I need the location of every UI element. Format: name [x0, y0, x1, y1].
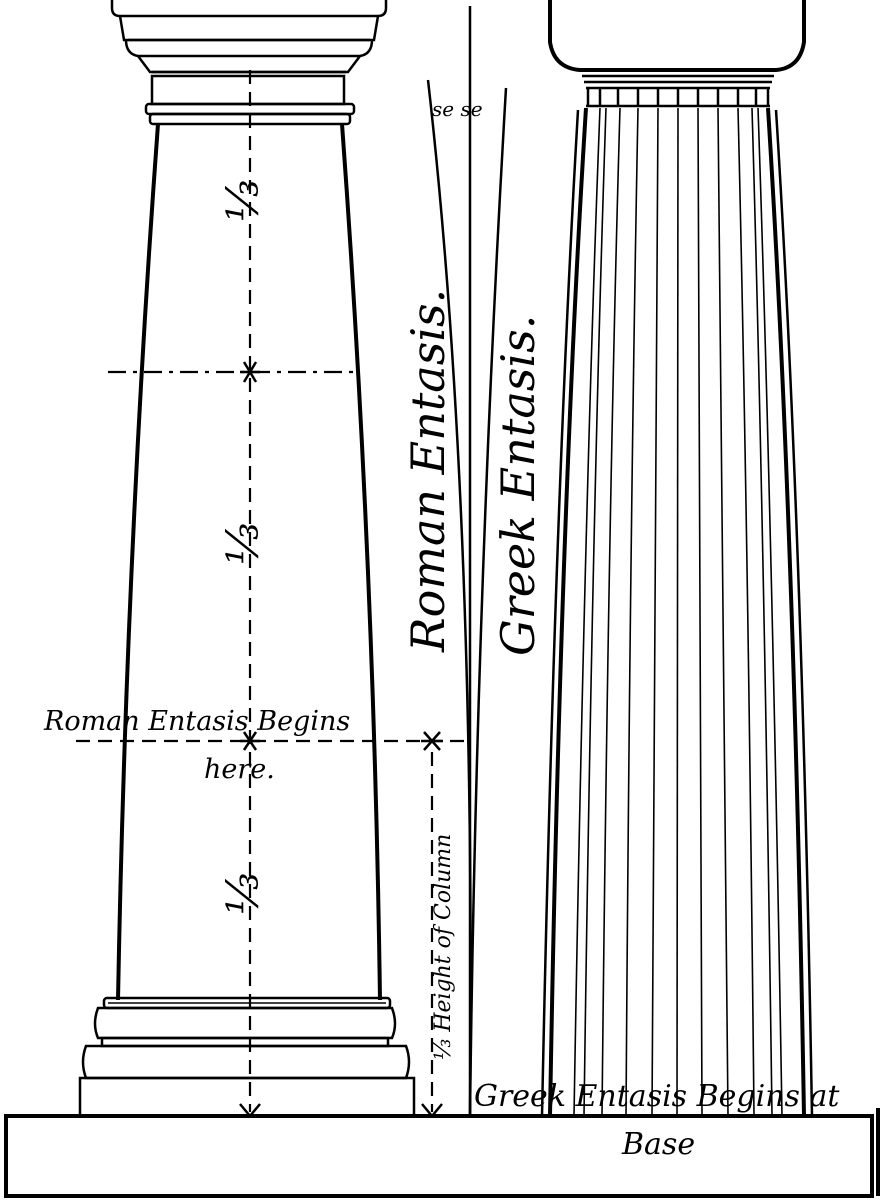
greek-entasis-vertical-label: Greek Entasis. [491, 315, 545, 656]
fraction-label-bottom: ⅓ [218, 872, 269, 915]
height-of-column-label: ⅓ Height of Column [431, 834, 456, 1060]
greek-entasis-curve [468, 87, 508, 1117]
greek-column [540, 0, 814, 1117]
roman-entasis-curve [426, 79, 472, 1117]
base-slab [4, 1108, 880, 1198]
roman-entasis-begins-label: Roman Entasis Begins [43, 706, 350, 737]
fraction-label-top: ⅓ [218, 179, 269, 222]
roman-entasis-vertical-label: Roman Entasis. [401, 289, 455, 653]
entasis-curves [426, 6, 508, 1117]
roman-entasis-begins-here-label: here. [204, 754, 275, 785]
roman-column [78, 0, 416, 1118]
base-label: Base [621, 1127, 695, 1162]
roman-thirds-guides [76, 70, 470, 1118]
small-marks-label: se se [432, 97, 483, 121]
fraction-label-middle: ⅓ [218, 522, 269, 565]
greek-entasis-begins-label: Greek Entasis Begins at [474, 1079, 840, 1114]
